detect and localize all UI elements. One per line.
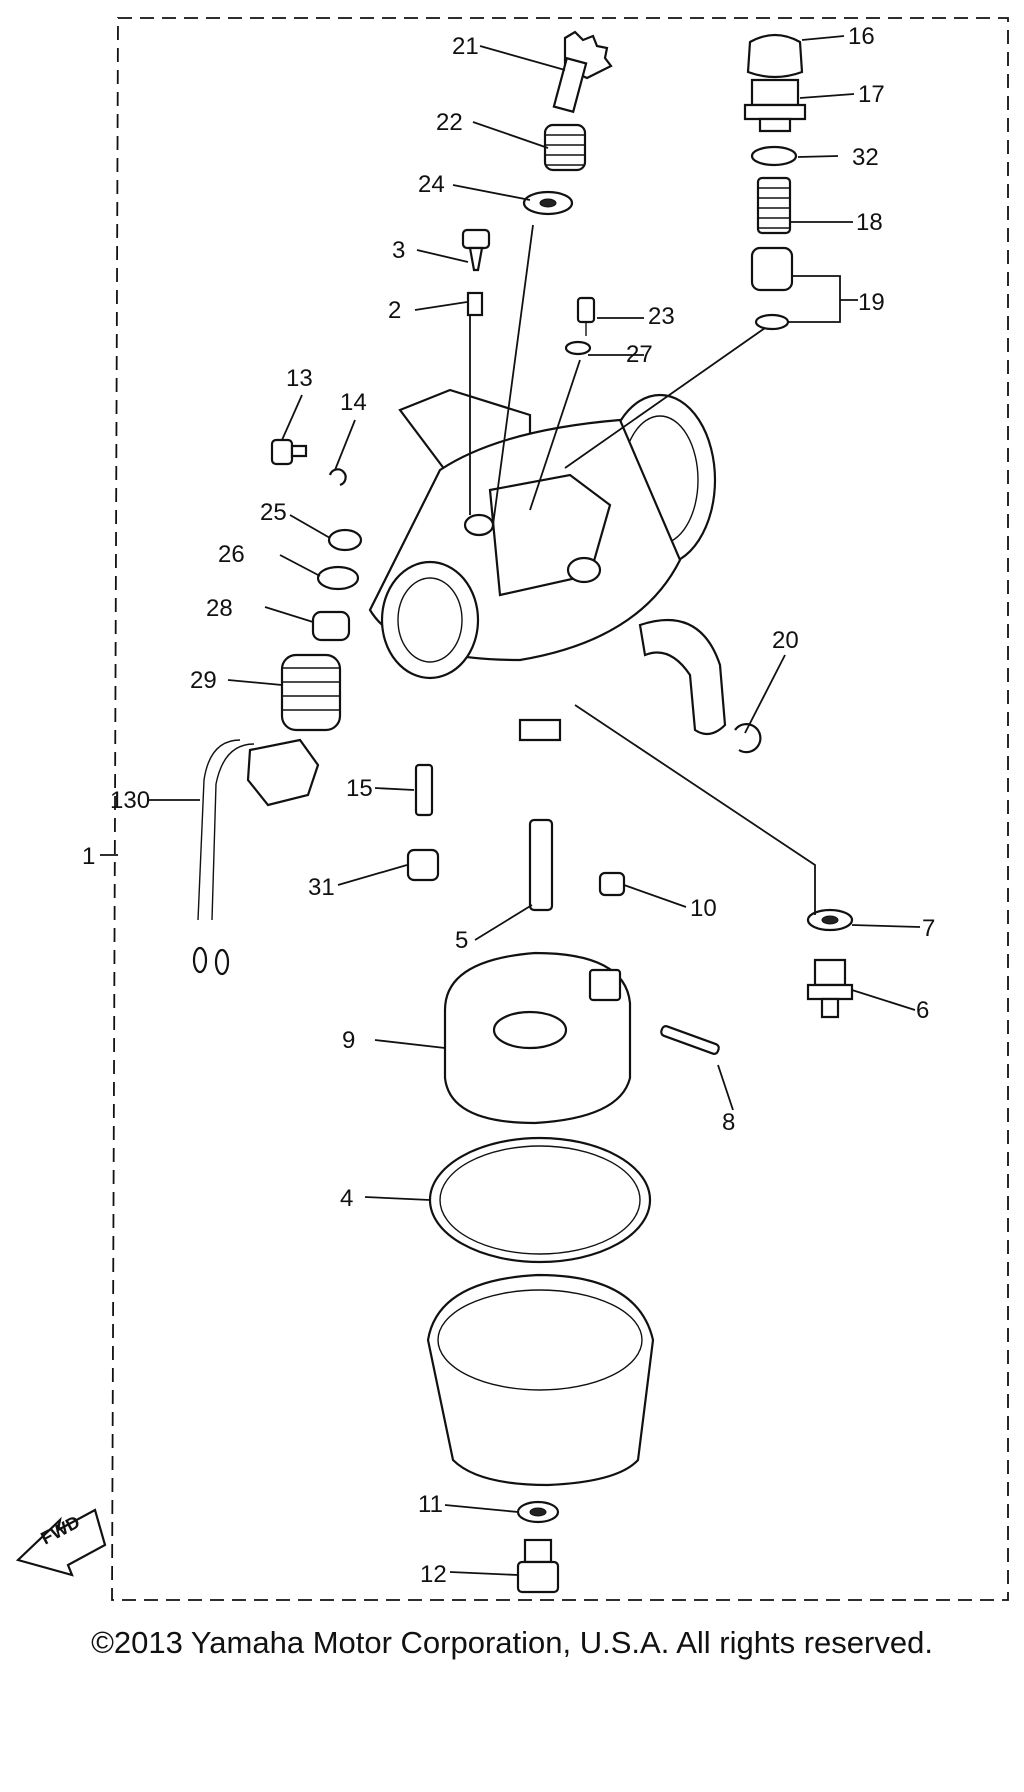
part-10-jet: [598, 871, 626, 897]
callout-22: 22: [436, 109, 463, 136]
part-29-spring: [280, 653, 342, 732]
callout-6: 6: [916, 997, 929, 1024]
part-19-plunger: [750, 246, 794, 331]
callout-2: 2: [388, 297, 401, 324]
part-28-nut: [311, 610, 351, 642]
callout-31: 31: [308, 874, 335, 901]
part-5-needle-jet: [528, 818, 554, 912]
callout-23: 23: [648, 303, 675, 330]
part-carburetor-body: [368, 388, 727, 742]
part-6-valve-seat: [806, 958, 854, 1019]
part-23-fitting: [576, 296, 596, 336]
part-float-bowl: [426, 1273, 655, 1487]
callout-27: 27: [626, 341, 653, 368]
part-25-washer: [327, 528, 363, 552]
part-26-washer: [316, 565, 360, 591]
callout-32: 32: [852, 144, 879, 171]
callout-5: 5: [455, 927, 468, 954]
callout-8: 8: [722, 1109, 735, 1136]
callout-10: 10: [690, 895, 717, 922]
callout-130: 130: [110, 787, 150, 814]
callout-labels: 21 22 24 3 2 23 27 16 17 32 18 19 13 14 …: [82, 23, 935, 1588]
callout-21: 21: [452, 33, 479, 60]
callout-16: 16: [848, 23, 875, 50]
callout-20: 20: [772, 627, 799, 654]
part-21-throttle-stop-screw: [552, 30, 613, 114]
callout-4: 4: [340, 1185, 353, 1212]
callout-14: 14: [340, 389, 367, 416]
callout-15: 15: [346, 775, 373, 802]
fwd-arrow-icon: [15, 1508, 107, 1577]
part-130-sensor-with-wires: [192, 738, 320, 976]
part-8-pin: [660, 1025, 720, 1055]
callout-9: 9: [342, 1027, 355, 1054]
part-4-gasket: [428, 1136, 652, 1264]
callout-25: 25: [260, 499, 287, 526]
part-15-jet: [414, 763, 434, 817]
part-14-clip: [328, 468, 347, 487]
part-9-float: [443, 951, 632, 1125]
part-17-nut: [743, 78, 807, 133]
callout-24: 24: [418, 171, 445, 198]
part-31-jet: [406, 848, 440, 882]
callout-13: 13: [286, 365, 313, 392]
callout-28: 28: [206, 595, 233, 622]
part-3-screw: [461, 228, 491, 272]
part-2-spring: [466, 291, 484, 317]
part-20-clip: [734, 723, 762, 754]
part-18-spring: [756, 176, 792, 235]
callout-18: 18: [856, 209, 883, 236]
part-16-cap: [746, 33, 804, 79]
part-13-screw: [270, 438, 308, 466]
callout-19: 19: [858, 289, 885, 316]
part-22-spring: [543, 123, 587, 172]
leader-lines: [148, 35, 921, 1576]
callout-7: 7: [922, 915, 935, 942]
callout-3: 3: [392, 237, 405, 264]
part-27-washer: [564, 340, 592, 356]
callout-12: 12: [420, 1561, 447, 1588]
callout-26: 26: [218, 541, 245, 568]
copyright-notice: ©2013 Yamaha Motor Corporation, U.S.A. A…: [91, 1625, 933, 1660]
callout-11: 11: [418, 1491, 443, 1518]
part-32-o-ring: [750, 145, 798, 167]
assembly-boundary: [111, 17, 1009, 1601]
part-12-drain-bolt: [516, 1538, 560, 1594]
callout-17: 17: [858, 81, 885, 108]
callout-29: 29: [190, 667, 217, 694]
callout-1: 1: [82, 843, 95, 870]
